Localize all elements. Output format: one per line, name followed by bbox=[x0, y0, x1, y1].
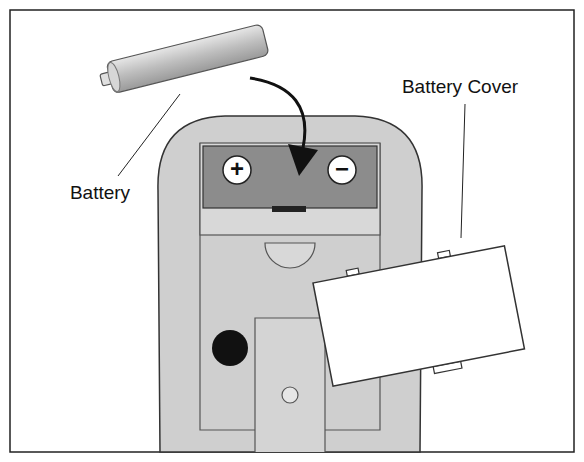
leader-line bbox=[461, 104, 465, 238]
latch-notch bbox=[265, 243, 315, 268]
leader-line bbox=[118, 94, 180, 176]
polarity-symbol: + bbox=[230, 156, 244, 182]
battery-recess bbox=[200, 143, 380, 235]
battery-cell bbox=[97, 24, 269, 96]
polarity-symbol: − bbox=[335, 156, 349, 182]
part-label: Battery bbox=[70, 183, 130, 204]
insert-arrow bbox=[250, 78, 305, 148]
button-dot bbox=[212, 330, 248, 366]
part-label: Battery Cover bbox=[402, 77, 518, 98]
battery-cover bbox=[312, 240, 526, 393]
plus-terminal-circle bbox=[223, 156, 251, 184]
battery-compartment bbox=[203, 146, 377, 208]
clip-hole bbox=[282, 387, 298, 403]
frame bbox=[10, 10, 574, 452]
contact-tab bbox=[272, 206, 306, 212]
clip-tab bbox=[255, 318, 325, 452]
minus-terminal-circle bbox=[328, 156, 356, 184]
arrow-head bbox=[288, 144, 318, 176]
